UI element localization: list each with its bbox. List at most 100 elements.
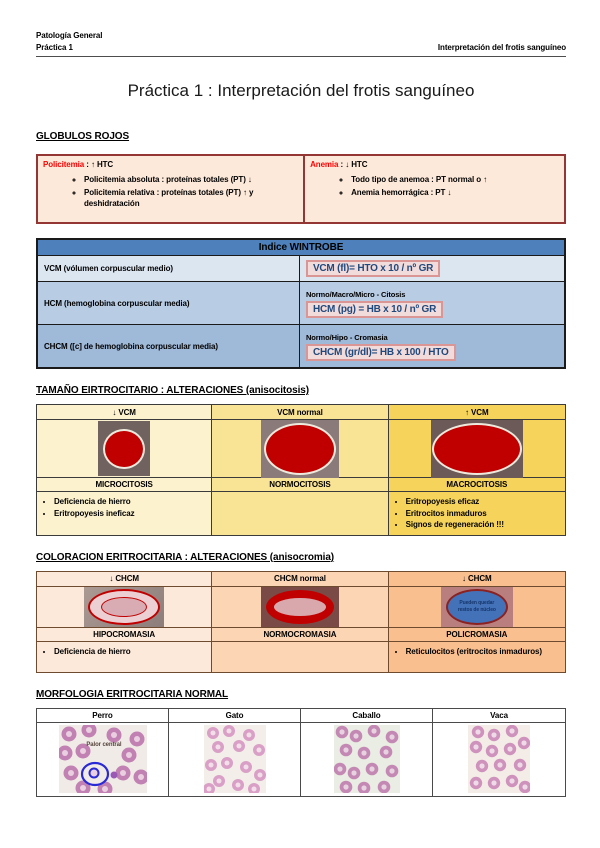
microcytosis-label: MICROCITOSIS: [37, 478, 213, 492]
microcytosis-notes: Deficiencia de hierro Eritropoyesis inef…: [37, 492, 213, 535]
macrocytosis-image-cell: [388, 419, 565, 478]
hypochromasia-notes: Deficiencia de hierro: [37, 641, 213, 672]
column-header-vcm-low: ↓ VCM: [37, 405, 213, 420]
vcm-value-cell: VCM (fl)= HTO x 10 / nº GR: [300, 256, 564, 281]
normocytosis-image-cell: [212, 419, 389, 478]
chcm-value-cell: Normo/Hipo - Cromasia CHCM (gr/dl)= HB x…: [300, 325, 564, 367]
column-header-chcm-normal: CHCM normal: [212, 571, 389, 587]
blood-smear-image: [58, 725, 147, 794]
table-row-hcm: HCM (hemoglobina corpuscular media) Norm…: [38, 281, 564, 324]
column-header-perro: Perro: [37, 708, 169, 723]
tamano-table: ↓ VCM VCM normal ↑ VCM MICROCITOSIS NORM…: [36, 404, 566, 536]
policitemia-anemia-table: Policitemia : ↑ HTC Policitemia absoluta…: [36, 154, 566, 224]
hypochromasia-image-cell: [37, 586, 213, 628]
bullet-item: Reticulocitos (eritrocitos inmaduros): [406, 646, 561, 658]
blood-smear-image: [333, 725, 400, 794]
blue-erythrocyte-shape: Pueden quedar restos de núcleo: [445, 588, 508, 625]
polychromasia-image-note: Pueden quedar restos de núcleo: [457, 600, 496, 613]
section-heading-coloracion: COLORACION ERITROCITARIA : ALTERACIONES …: [36, 551, 335, 563]
normal-erythrocyte-shape: [263, 422, 336, 475]
microcytosis-image: [98, 421, 151, 476]
gato-image-cell: [169, 722, 301, 796]
macrocytosis-list: Eritropoyesis eficaz Eritrocitos inmadur…: [393, 496, 561, 531]
column-header-gato: Gato: [169, 708, 301, 723]
large-erythrocyte-shape: [431, 422, 522, 475]
normochromasia-notes: [212, 641, 389, 672]
policitemia-cell: Policitemia : ↑ HTC Policitemia absoluta…: [36, 154, 304, 224]
section-heading-morfologia: MORFOLOGIA ERITROCITARIA NORMAL: [36, 688, 229, 700]
microcytosis-list: Deficiencia de hierro Eritropoyesis inef…: [41, 496, 207, 519]
section-heading-globulos-rojos: GLOBULOS ROJOS: [36, 131, 130, 142]
bullet-item: Eritropoyesis eficaz: [406, 496, 561, 508]
macrocytosis-notes: Eritropoyesis eficaz Eritrocitos inmadur…: [388, 492, 565, 535]
bullet-item: Eritropoyesis ineficaz: [54, 508, 207, 520]
bullet-item: Deficiencia de hierro: [54, 496, 207, 508]
page-header: Patología General Práctica 1 Interpretac…: [36, 0, 566, 54]
bullet-item: Signos de regeneración !!!: [406, 519, 561, 531]
vcm-label: VCM (vólumen corpuscular medio): [38, 256, 300, 281]
perro-smear: Palor central: [58, 725, 147, 794]
normochromasia-image-cell: [212, 586, 389, 628]
header-right-title: Interpretación del frotis sanguíneo: [437, 43, 566, 52]
perro-annotation: Palor central: [86, 741, 122, 748]
morfologia-table: Perro Gato Caballo Vaca Palor central: [36, 707, 566, 797]
anemia-heading: Anemia : ↓ HTC: [305, 156, 564, 169]
vcm-formula: VCM (fl)= HTO x 10 / nº GR: [305, 260, 441, 277]
hcm-value-cell: Normo/Macro/Micro - Citosis HCM (pg) = H…: [300, 282, 564, 324]
column-header-vaca: Vaca: [433, 709, 565, 723]
macrocytosis-image: [430, 419, 523, 478]
small-erythrocyte-shape: [103, 428, 146, 469]
header-divider: [36, 56, 566, 57]
macrocytosis-label: MACROCITOSIS: [388, 478, 565, 492]
header-course: Patología General: [36, 31, 103, 40]
wintrobe-title: Indice WINTROBE: [38, 240, 564, 255]
bullet-item: Todo tipo de anemoa : PT normal o ↑: [351, 175, 564, 186]
hypochromasia-list: Deficiencia de hierro: [41, 646, 207, 658]
vaca-image-cell: [433, 723, 565, 796]
column-header-chcm-low: ↓ CHCM: [37, 571, 213, 587]
anemia-value: : ↓ HTC: [338, 160, 368, 169]
polychromasia-image-cell: Pueden quedar restos de núcleo: [388, 586, 565, 628]
normocytosis-image: [260, 419, 339, 478]
hcm-formula: HCM (pg) = HB x 10 / nº GR: [305, 300, 444, 318]
chcm-label: CHCM ([c] de hemoglobina corpuscular med…: [38, 325, 300, 367]
caballo-image-cell: [301, 722, 433, 796]
bullet-item: Policitemia relativa : proteínas totales…: [84, 188, 303, 210]
chcm-note: Normo/Hipo - Cromasia: [305, 332, 388, 342]
bullet-item: Deficiencia de hierro: [54, 646, 207, 658]
polychromasia-notes: Reticulocitos (eritrocitos inmaduros): [388, 641, 565, 672]
normochromasia-image: [260, 586, 339, 627]
column-header-caballo: Caballo: [301, 708, 433, 723]
bullet-item: Policitemia absoluta : proteínas totales…: [84, 175, 303, 186]
table-row-chcm: CHCM ([c] de hemoglobina corpuscular med…: [38, 324, 564, 367]
wintrobe-table: Indice WINTROBE VCM (vólumen corpuscular…: [36, 238, 566, 369]
table-row-vcm: VCM (vólumen corpuscular medio) VCM (fl)…: [38, 255, 564, 281]
bullet-item: Anemia hemorrágica : PT ↓: [351, 188, 564, 199]
polychromasia-image: Pueden quedar restos de núcleo: [440, 586, 513, 627]
normocytosis-label: NORMOCITOSIS: [212, 478, 389, 492]
section-heading-tamano: TAMAÑO EIRTROCITARIO : ALTERACIONES (ani…: [36, 385, 309, 396]
column-header-chcm-low2: ↓ CHCM: [388, 571, 565, 587]
pale-center-shape: [101, 596, 148, 617]
column-header-vcm-high: ↑ VCM: [388, 405, 565, 420]
normal-ring-erythrocyte-shape: [265, 589, 334, 624]
polychromasia-label: POLICROMASIA: [388, 627, 565, 642]
policitemia-term: Policitemia: [43, 160, 85, 169]
normochromasia-label: NORMOCROMASIA: [212, 627, 389, 642]
bullet-item: Eritrocitos inmaduros: [406, 508, 561, 520]
normocytosis-notes: [212, 492, 389, 535]
policitemia-value: : ↑ HTC: [84, 160, 114, 169]
hcm-label: HCM (hemoglobina corpuscular media): [38, 282, 300, 324]
hcm-note: Normo/Macro/Micro - Citosis: [305, 289, 406, 299]
polychromasia-list: Reticulocitos (eritrocitos inmaduros): [393, 646, 561, 658]
anemia-term: Anemia: [310, 160, 339, 169]
policitemia-list: Policitemia absoluta : proteínas totales…: [38, 175, 303, 209]
microcytosis-image-cell: [37, 420, 213, 478]
header-practice: Práctica 1: [36, 43, 73, 52]
anemia-cell: Anemia : ↓ HTC Todo tipo de anemoa : PT …: [303, 154, 566, 224]
perro-image-cell: Palor central: [37, 722, 169, 796]
policitemia-heading: Policitemia : ↑ HTC: [38, 156, 303, 169]
chcm-formula: CHCM (gr/dl)= HB x 100 / HTO: [305, 343, 456, 361]
blood-smear-image: [203, 725, 266, 794]
